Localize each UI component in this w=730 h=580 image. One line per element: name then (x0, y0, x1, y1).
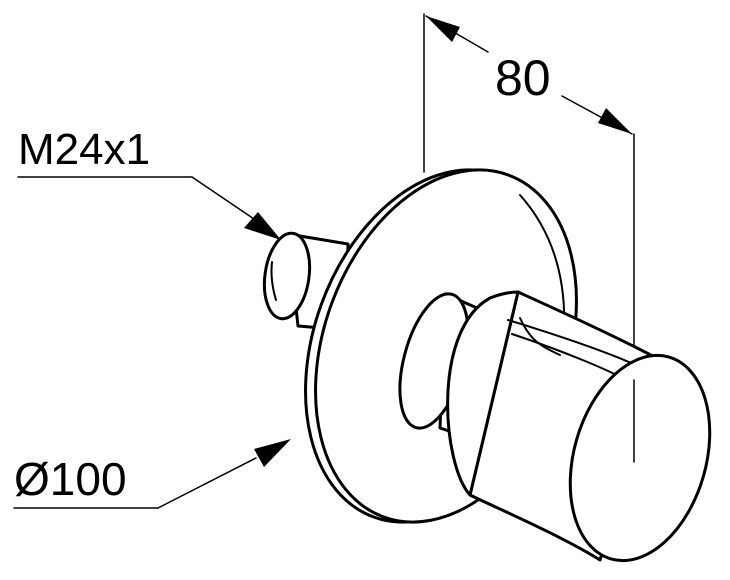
depth-dimension-text: 80 (495, 50, 551, 106)
diameter-arrowhead (254, 439, 291, 467)
thread-label-text: M24x1 (18, 125, 150, 174)
diameter-callout: Ø100 (13, 439, 291, 509)
diameter-leader-line (157, 457, 257, 509)
thread-arrowhead (244, 212, 281, 240)
arrowhead-right (598, 108, 632, 134)
arrowhead-left (426, 16, 460, 42)
valve-handle (446, 290, 712, 563)
diameter-label-text: Ø100 (14, 453, 127, 505)
depth-dimension: 80 (423, 13, 635, 463)
shower-valve-knob-icon (262, 168, 712, 563)
thread-callout: M24x1 (17, 125, 281, 240)
thread-leader-line (191, 176, 255, 220)
